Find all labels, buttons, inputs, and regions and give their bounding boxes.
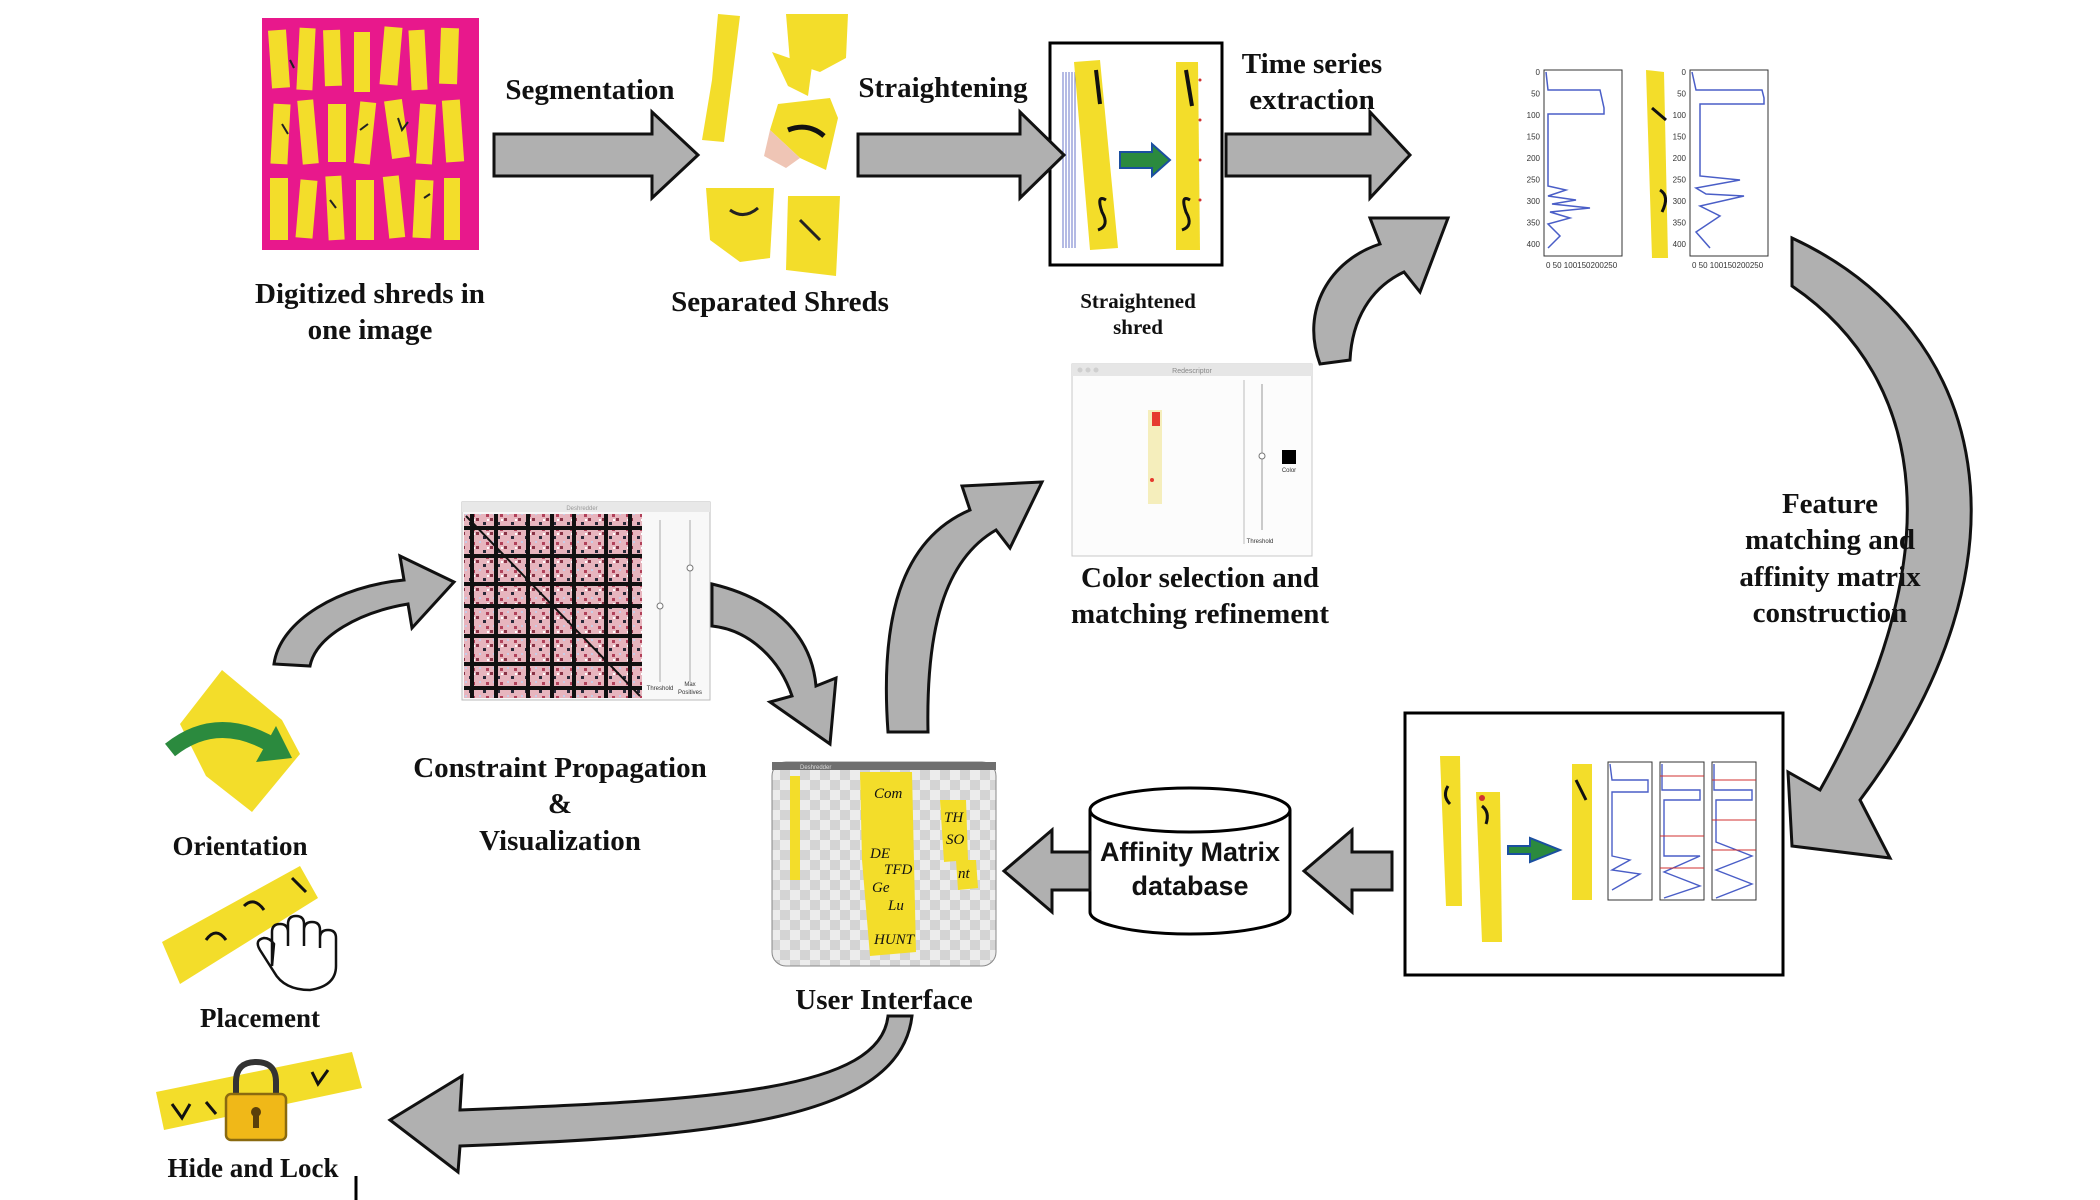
- ui-handwriting-5: HUNT: [873, 932, 916, 948]
- color-label-line2: matching refinement: [1071, 598, 1329, 631]
- arrow-color-to-series: [1312, 216, 1451, 366]
- digitized-label-line2: one image: [307, 314, 433, 347]
- placement-label: Placement: [200, 1003, 320, 1033]
- plot-y-tick: 300: [1527, 197, 1541, 206]
- arrow-ui-to-tools: [387, 1014, 914, 1175]
- feature-matching-label: Feature matching and affinity matrix con…: [1710, 486, 1950, 631]
- hide-lock-image: [156, 1052, 362, 1130]
- plot-x-ticks-b: 0 50 100150200250: [1692, 261, 1764, 270]
- arrow-to-database: [1301, 826, 1394, 916]
- plot-y-tick: 50: [1531, 90, 1540, 99]
- plot-y-tick: 200: [1527, 154, 1541, 163]
- max-positives-label-1: Max: [684, 682, 695, 688]
- separated-shreds-label: Separated Shreds: [671, 286, 889, 318]
- plot-y-tick: 100: [1673, 111, 1687, 120]
- ui-handwriting-1: DE: [869, 846, 890, 862]
- ui-handwriting-7: SO: [946, 832, 965, 848]
- arrow-feature-matching: [1786, 235, 1973, 860]
- constraint-label-line2: &: [547, 788, 573, 821]
- arrow-ui-to-constraint: [710, 582, 838, 747]
- straightened-label-line1: Straightened: [1080, 289, 1196, 313]
- straightened-shred-panel: [1048, 41, 1224, 267]
- plot-y-tick: 0: [1682, 68, 1687, 77]
- plot-y-tick: 100: [1527, 111, 1541, 120]
- affinity-database-label: Affinity Matrix database: [1090, 836, 1290, 904]
- lock-icon: [224, 1058, 288, 1142]
- plot-y-tick: 250: [1527, 176, 1541, 185]
- color-selection-window: Redescriptor Color Threshold: [1071, 363, 1313, 557]
- time-series-label-line2: extraction: [1249, 84, 1375, 117]
- arrow-straightening: [856, 108, 1067, 202]
- ui-handwriting-8: nt: [958, 866, 971, 882]
- orientation-label: Orientation: [172, 831, 308, 861]
- ui-handwriting-6: TH: [944, 810, 964, 826]
- arrow-time-series: [1224, 108, 1413, 202]
- user-interface-window: Deshredder Com DE TFD Ge Lu HUNT TH SO n…: [771, 761, 997, 967]
- affinity-label-line2: database: [1131, 870, 1249, 901]
- constraint-label-line3: Visualization: [479, 824, 641, 857]
- arrow-ui-to-color: [884, 480, 1045, 734]
- time-series-plots: 0 50 100 150 200 250 300 350 400 0 50 100 150 200 250…: [1527, 68, 1769, 270]
- arrow-orientation-to-constraint: [272, 553, 457, 668]
- placement-image: [162, 866, 318, 984]
- plot-y-tick: 200: [1673, 154, 1687, 163]
- hide-lock-label: Hide and Lock: [167, 1153, 339, 1183]
- plot-y-tick: 300: [1673, 197, 1687, 206]
- feature-label-line2: matching and: [1744, 524, 1915, 557]
- digitized-label-line1: Digitized shreds in: [255, 278, 485, 310]
- color-window-title: Redescriptor: [1172, 368, 1212, 375]
- arrow-to-ui: [1001, 826, 1092, 916]
- arrow-segmentation: [492, 108, 701, 202]
- threshold-label-constraint: Threshold: [647, 686, 674, 692]
- orientation-image: [165, 670, 300, 812]
- plot-y-tick: 350: [1527, 219, 1541, 228]
- color-chip-label: Color: [1282, 468, 1296, 474]
- constraint-window: Deshredder Threshold Max Positives: [461, 501, 711, 701]
- ui-handwriting-0: Com: [874, 786, 903, 802]
- constraint-window-title: Deshredder: [566, 506, 597, 512]
- straightened-shred-label: Straightened shred: [1060, 288, 1216, 341]
- user-interface-label: User Interface: [795, 984, 973, 1016]
- segmentation-label: Segmentation: [505, 74, 675, 106]
- plot-y-tick: 250: [1673, 176, 1687, 185]
- database-icon: [1088, 786, 1292, 936]
- ui-window-title: Deshredder: [800, 765, 831, 771]
- plot-y-tick: 50: [1677, 90, 1686, 99]
- feature-label-line4: construction: [1752, 596, 1908, 629]
- color-label-line1: Color selection and: [1081, 562, 1319, 594]
- ui-handwriting-2: TFD: [884, 862, 913, 878]
- plot-y-tick: 400: [1527, 240, 1541, 249]
- ui-handwriting-4: Lu: [887, 898, 904, 914]
- digitized-shreds-image: [262, 18, 479, 250]
- feature-label-line1: Feature: [1781, 488, 1879, 520]
- affinity-panel: [1403, 711, 1785, 977]
- plot-y-tick: 400: [1673, 240, 1687, 249]
- plot-y-tick: 150: [1673, 133, 1687, 142]
- hand-icon: [256, 914, 338, 992]
- plot-y-tick: 0: [1536, 68, 1541, 77]
- digitized-shreds-label: Digitized shreds in one image: [210, 276, 530, 349]
- affinity-label-line1: Affinity Matrix: [1099, 837, 1280, 867]
- constraint-propagation-label: Constraint Propagation & Visualization: [380, 750, 740, 859]
- separated-shreds-image: [702, 14, 848, 276]
- time-series-label-line1: Time series: [1241, 48, 1383, 80]
- ui-handwriting-3: Ge: [872, 880, 890, 896]
- max-positives-label-2: Positives: [678, 690, 702, 696]
- straightened-label-line2: shred: [1113, 315, 1163, 340]
- plot-y-tick: 350: [1673, 219, 1687, 228]
- plot-y-tick: 150: [1527, 133, 1541, 142]
- plot-x-ticks-a: 0 50 100150200250: [1546, 261, 1618, 270]
- time-series-label: Time series extraction: [1222, 46, 1402, 119]
- feature-label-line3: affinity matrix: [1739, 560, 1921, 593]
- threshold-label-color: Threshold: [1247, 539, 1274, 545]
- constraint-label-line1: Constraint Propagation: [413, 752, 707, 784]
- color-selection-label: Color selection and matching refinement: [1040, 560, 1360, 633]
- straightening-label: Straightening: [858, 72, 1028, 104]
